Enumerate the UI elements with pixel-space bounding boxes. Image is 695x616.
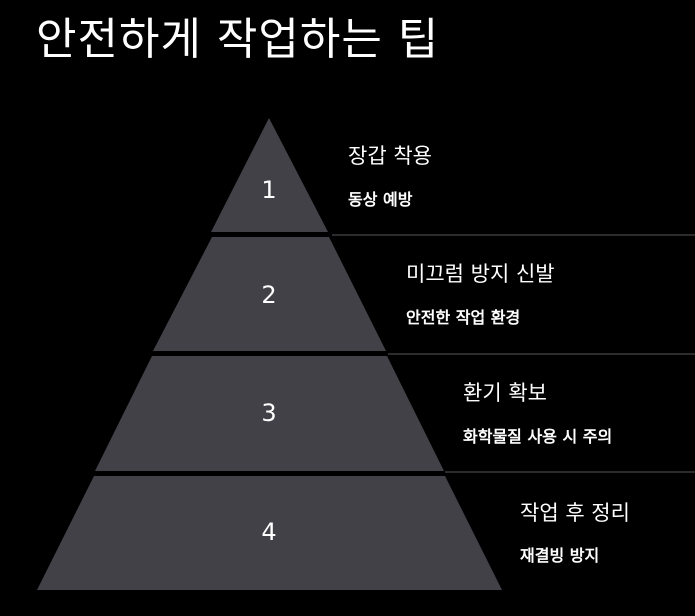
pyramid-tier-2 <box>153 237 386 351</box>
pyramid-tier-4 <box>37 476 502 590</box>
tier-number-1: 1 <box>261 176 276 204</box>
pyramid-tier-3 <box>95 356 444 471</box>
tier-title-1: 장갑 착용 <box>348 144 432 168</box>
tier-title-3: 환기 확보 <box>463 381 547 405</box>
pyramid-tier-1 <box>211 118 328 232</box>
tier-subtitle-3: 화학물질 사용 시 주의 <box>463 427 613 446</box>
tier-subtitle-2: 안전한 작업 환경 <box>406 308 521 327</box>
tier-subtitle-1: 동상 예방 <box>348 190 413 209</box>
tier-number-2: 2 <box>261 281 276 309</box>
tier-number-4: 4 <box>261 518 276 546</box>
tier-subtitle-4: 재결빙 방지 <box>520 546 600 565</box>
tier-title-2: 미끄럼 방지 신발 <box>406 262 555 286</box>
page-title: 안전하게 작업하는 팁 <box>36 14 440 65</box>
tier-title-4: 작업 후 정리 <box>520 501 630 525</box>
tier-number-3: 3 <box>261 399 276 427</box>
